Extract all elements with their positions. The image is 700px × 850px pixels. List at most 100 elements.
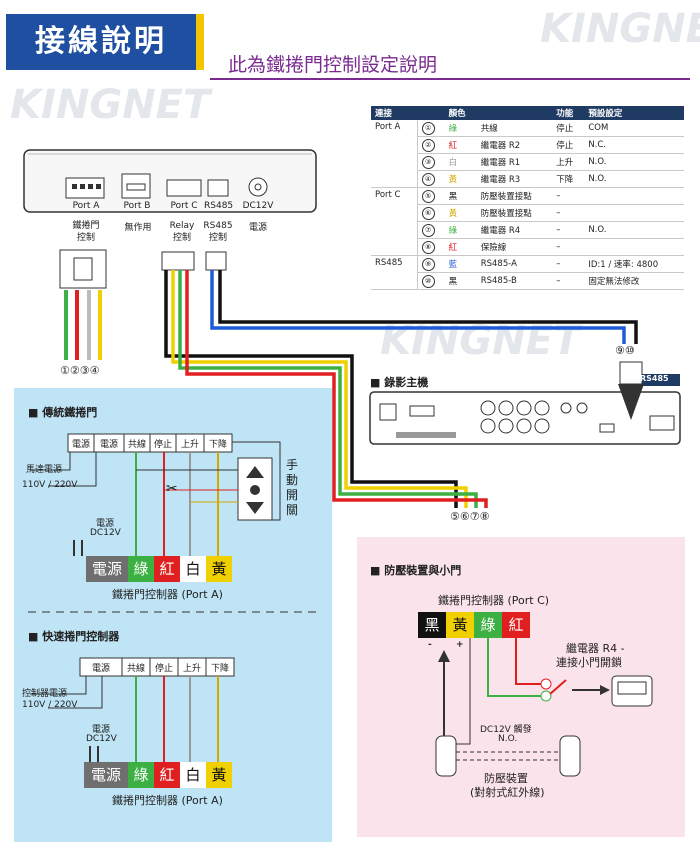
table-port-cell: Port A [371, 120, 418, 188]
dc-voltage: DC12V [90, 528, 121, 538]
table-name-cell: RS485-A [476, 255, 553, 273]
ctrl-cell-white: 白 [180, 762, 206, 788]
table-setting-cell: N.C. [584, 136, 684, 154]
watermark: KINGNET [380, 318, 581, 364]
ctrl-cell-power: 電源 [84, 762, 128, 788]
fast-title: ■ 快速捲門控制器 [28, 630, 120, 643]
table-func-cell: 上升 [552, 153, 585, 171]
port-label: Port B [123, 201, 151, 211]
table-setting-cell: 固定無法修改 [584, 272, 684, 290]
port-a-plug [59, 249, 107, 289]
nvr-hdmi-port [599, 423, 615, 433]
dc-wire [89, 746, 99, 762]
port-function-label: 鐵捲門控制 [72, 221, 100, 243]
ctrl-cell-red: 紅 [154, 762, 180, 788]
dc12v-jack-pin [254, 183, 262, 191]
port-c-numbers: ⑤⑥⑦⑧ [450, 510, 490, 523]
table-num-cell: ① [417, 120, 445, 137]
nvr-rs485-numbers: ⑨⑩ [615, 344, 635, 357]
port-function-label: 無作用 [124, 223, 152, 233]
port-a-pin [80, 184, 85, 189]
table-num-cell: ⑩ [417, 272, 445, 290]
terminal-label: 共線 [126, 664, 145, 674]
table-num-cell: ⑨ [417, 255, 445, 273]
traditional-terminal-strip [67, 433, 233, 453]
port-b-pins [126, 183, 146, 191]
ctrl-cell-yellow: 黃 [446, 612, 474, 638]
port-a-numbers: ①②③④ [60, 364, 100, 377]
mains-wire [48, 452, 97, 487]
watermark: KINGNET [10, 82, 211, 128]
switch-bracket [232, 441, 281, 521]
device-label: 防壓裝置 [484, 772, 528, 785]
port-c-connector [166, 179, 202, 197]
table-setting-cell [584, 204, 684, 222]
table-func-cell: 停止 [552, 136, 585, 154]
port-label: RS485 [204, 201, 234, 211]
table-func-cell: 下降 [552, 170, 585, 188]
dc-voltage: DC12V [86, 734, 117, 744]
nvr-title: ■ 錄影主機 [370, 376, 429, 389]
table-setting-cell: N.O. [584, 153, 684, 171]
ctrl-cell-green: 綠 [474, 612, 502, 638]
cable-green [178, 270, 478, 508]
mains-voltage: 110V / 220V [22, 480, 78, 490]
cable-rs485-black [218, 270, 638, 344]
page-title: 接線說明 [35, 24, 167, 59]
nvr-rs485-label: RS485 [640, 374, 669, 383]
port-a-pin [88, 184, 93, 189]
green-to-relay [487, 638, 542, 697]
table-color-cell: 黃 [444, 170, 477, 188]
ir-sensor-left [435, 735, 457, 777]
table-name-cell: 繼電器 R3 [476, 170, 553, 188]
table-setting-cell [584, 238, 684, 256]
table-setting-cell: N.O. [584, 221, 684, 239]
ctrl-cell-green: 綠 [128, 556, 154, 582]
ctrl-cell-green: 綠 [128, 762, 154, 788]
door-lock-icon [611, 675, 653, 707]
ctrl-cell-red: 紅 [154, 556, 180, 582]
port-label: Port C [170, 201, 198, 211]
terminal-label: 停止 [154, 664, 173, 674]
table-num-cell: ⑤ [417, 187, 445, 205]
switch-up-button [246, 466, 264, 478]
table-color-cell: 藍 [444, 255, 477, 273]
table-func-cell: – [552, 187, 585, 205]
table-name-cell: 保險線 [476, 238, 553, 256]
port-a-pin [96, 184, 101, 189]
ctrl-cell-red: 紅 [502, 612, 530, 638]
table-func-cell: – [552, 204, 585, 222]
table-color-cell: 綠 [444, 221, 477, 239]
table-name-cell: 共線 [476, 120, 553, 137]
table-name-cell: 防壓裝置接點 [476, 187, 553, 205]
ctrl-cell-white: 白 [180, 556, 206, 582]
table-func-cell: – [552, 238, 585, 256]
table-func-cell: – [552, 255, 585, 273]
rs485-plug [205, 251, 227, 271]
scissors-icon: ✂ [166, 481, 178, 497]
dc-label: 電源 [96, 519, 115, 529]
port-c-caption: 鐵捲門控制器 (Port C) [438, 594, 550, 607]
mains-wire [30, 452, 71, 471]
table-num-cell: ④ [417, 170, 445, 188]
table-header: 連接 顏色 功能 預設設定 [371, 106, 684, 120]
dc-wire [73, 540, 83, 556]
terminal-label: 上升 [180, 440, 199, 450]
header-box [6, 14, 204, 70]
table-func-cell: – [552, 221, 585, 239]
nvr-rs485-plug [619, 361, 643, 385]
dc-label: 電源 [92, 725, 111, 735]
traditional-title: ■ 傳統鐵捲門 [28, 406, 98, 419]
mains-wire [30, 676, 87, 695]
watermark: KINGNET [540, 6, 700, 52]
